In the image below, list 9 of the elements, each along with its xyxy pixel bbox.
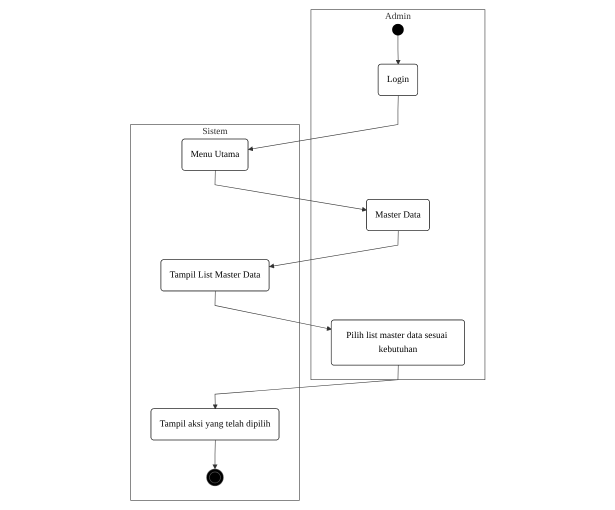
arrow bbox=[395, 34, 400, 65]
arrow bbox=[214, 290, 332, 331]
node-circle bbox=[206, 468, 224, 486]
arrow bbox=[212, 440, 218, 470]
arrow bbox=[214, 170, 367, 212]
node-circle bbox=[392, 24, 404, 36]
arrow bbox=[248, 95, 398, 152]
arrow bbox=[212, 365, 398, 410]
arrow bbox=[268, 230, 398, 268]
